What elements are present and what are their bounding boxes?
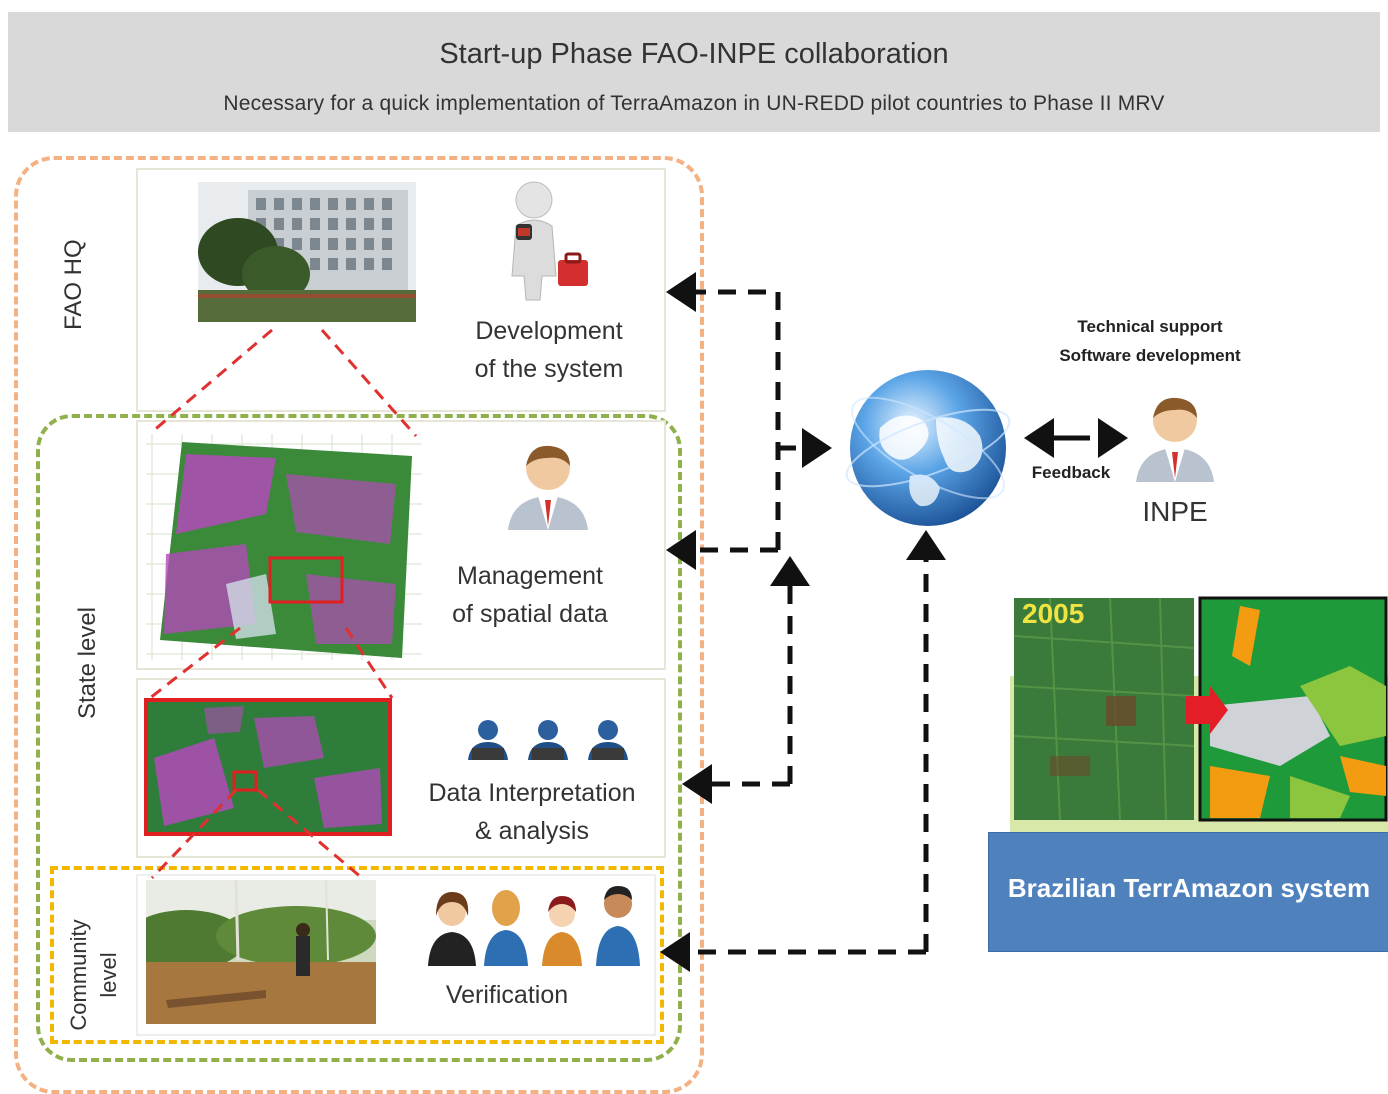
field-photo — [146, 880, 376, 1024]
year-label: 2005 — [1022, 598, 1085, 629]
inpe-support-text: Technical support Software development — [1020, 312, 1280, 370]
community-people-icon — [424, 882, 644, 968]
management-line1: Management — [457, 562, 603, 590]
globe-icon — [840, 358, 1016, 534]
page-subtitle: Necessary for a quick implementation of … — [223, 92, 1165, 115]
terramazon-imagery — [1010, 596, 1388, 832]
terramazon-system-label: Brazilian TerrAmazon system — [1007, 873, 1371, 903]
technical-support-label: Technical support — [1077, 317, 1223, 336]
development-line2: of the system — [474, 355, 624, 383]
page-title: Start-up Phase FAO-INPE collaboration — [439, 38, 949, 70]
interpretation-line2: & analysis — [475, 817, 589, 845]
management-line2: of spatial data — [452, 600, 608, 628]
classified-image — [144, 698, 392, 836]
inpe-person-icon — [1130, 392, 1220, 484]
state-level-label: State level — [74, 606, 101, 720]
feedback-label: Feedback — [1031, 463, 1111, 482]
community-line2: level — [96, 952, 121, 998]
manager-person-icon — [502, 440, 594, 532]
terramazon-system-box: Brazilian TerrAmazon system — [988, 832, 1388, 952]
fao-hq-label: FAO HQ — [60, 239, 87, 330]
satellite-grid-image — [146, 434, 422, 660]
management-label: Management of spatial data — [424, 557, 636, 633]
interpretation-line1: Data Interpretation — [428, 779, 636, 807]
development-line1: Development — [475, 317, 623, 345]
community-line1: Community — [66, 919, 91, 1031]
analysts-icon — [462, 716, 634, 764]
development-label: Development of the system — [440, 312, 658, 388]
building-photo — [198, 182, 416, 322]
community-level-label: Community level — [64, 900, 134, 1050]
software-development-label: Software development — [1059, 346, 1241, 365]
interpretation-label: Data Interpretation & analysis — [402, 774, 662, 850]
verification-label: Verification — [445, 981, 569, 1009]
header-banner: Start-up Phase FAO-INPE collaboration Ne… — [8, 12, 1380, 132]
inpe-label: INPE — [1142, 496, 1208, 527]
worker-icon — [494, 176, 594, 306]
